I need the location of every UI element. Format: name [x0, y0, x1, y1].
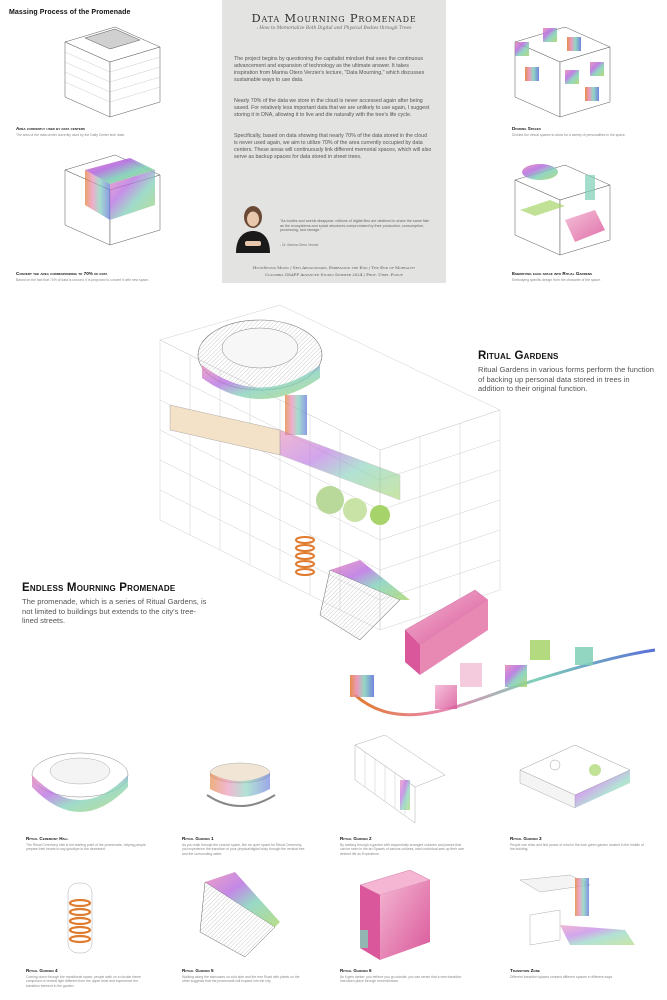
garden-5-title: Ritual Garden 5 [182, 968, 214, 973]
garden-7-title: Transition Zone [510, 968, 540, 973]
portrait-image [230, 203, 276, 253]
garden-2-desc: By walking through a garden with sequent… [340, 843, 465, 856]
street-promenade-path [350, 640, 656, 717]
garden-2-title: Ritual Garden 2 [340, 836, 372, 841]
massing-building-4 [514, 164, 611, 256]
project-subtitle: : How to Memorialize Both Digital and Ph… [256, 26, 412, 31]
ritual-gardens-title: Ritual Gardens [478, 350, 559, 362]
garden-6-illustration [359, 870, 431, 960]
intro-panel: Data Mourning Promenade : How to Memoria… [222, 0, 446, 283]
garden-0-title: Ritual Ceremony Hall [26, 836, 69, 841]
garden-1-illustration [206, 762, 276, 807]
garden-4-illustration [67, 882, 93, 954]
massing-step-1-title: Area currently used by data centers [16, 126, 85, 131]
massing-step-4-desc: Embodying specific design from the chara… [512, 278, 601, 282]
garden-0-desc: The Ritual Ceremony Hall is the starting… [26, 843, 146, 852]
promenade-title: Endless Mourning Promenade [22, 582, 176, 594]
ceremony-hall-illustration [31, 752, 129, 812]
quote-text: "As bodies and worlds disappear, million… [280, 219, 430, 233]
garden-1-title: Ritual Garden 1 [182, 836, 214, 841]
massing-building-2 [514, 26, 611, 118]
garden-4-desc: Coming down through the transitional spa… [26, 975, 141, 988]
garden-3-title: Ritual Garden 3 [510, 836, 542, 841]
massing-step-2-desc: Divided the virtual spaces to allow for … [512, 133, 626, 137]
massing-step-2-title: Dividing Spaces [512, 126, 541, 131]
garden-6-title: Ritual Garden 6 [340, 968, 372, 973]
garden-3-illustration [519, 744, 631, 809]
garden-3-desc: People can relax and find peace of mind … [510, 843, 644, 852]
massing-building-3 [64, 154, 161, 246]
project-title: Data Mourning Promenade [251, 11, 417, 25]
massing-step-3-title: Convert the area corresponding to 70% of… [16, 271, 108, 276]
massing-step-3-desc: Based on the fact that 70% of data is un… [16, 278, 150, 282]
main-axonometric-drawing [159, 304, 501, 675]
massing-section-title: Massing Process of the Promenade [9, 9, 131, 16]
ritual-gardens-desc: Ritual Gardens in various forms perform … [478, 365, 654, 394]
massing-building-1 [64, 26, 161, 118]
garden-2-illustration [354, 735, 446, 824]
promenade-desc: The promenade, which is a series of Ritu… [22, 597, 207, 626]
transition-zone-illustration [519, 874, 635, 946]
quote-author: - Dr. Marina Otero Verzier [280, 243, 319, 247]
garden-5-desc: Walking along the staircases on cold sid… [182, 975, 300, 984]
garden-6-desc: As it gets darker, you believe you go ou… [340, 975, 462, 984]
garden-4-title: Ritual Garden 4 [26, 968, 58, 973]
massing-step-1-desc: The area of the data center currently us… [16, 133, 125, 137]
massing-step-4-title: Embodying each space into Ritual Gardens [512, 271, 593, 276]
garden-1-desc: As you walk through the circular space, … [182, 843, 305, 856]
intro-paragraph-3: Specifically, based on data showing that… [234, 133, 432, 160]
intro-paragraph-1: The project begins by questioning the ca… [234, 56, 425, 83]
credit-line-2: Columbia GSAPP Advanced Studio Summer 20… [265, 272, 403, 277]
intro-paragraph-2: Nearly 70% of the data we store in the c… [234, 98, 430, 118]
garden-5-illustration [199, 872, 280, 958]
garden-7-desc: Different transition spaces connect diff… [510, 975, 614, 979]
credit-line-1: HyunSeung Moon / Seyi Arogundade, Embrac… [252, 265, 416, 270]
